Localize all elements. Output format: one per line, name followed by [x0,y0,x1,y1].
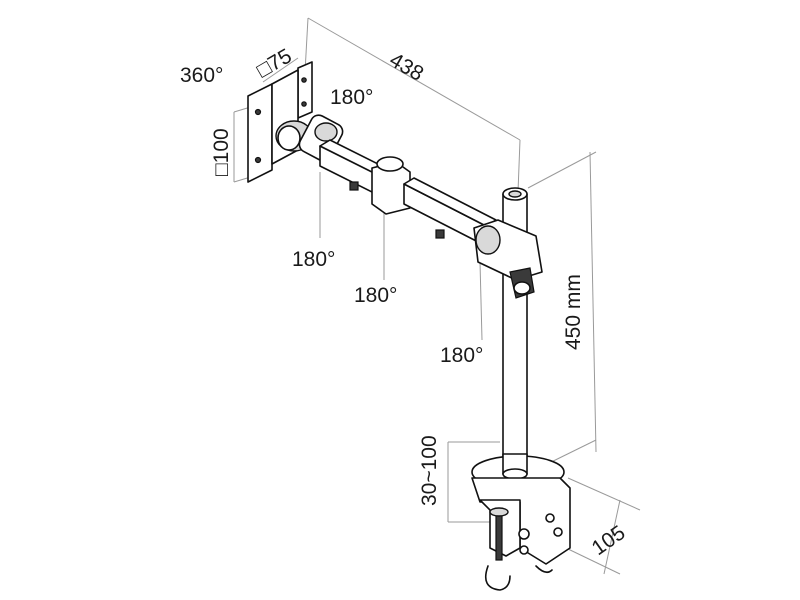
middle-joint [371,156,411,215]
swivel-joint-2-label: 180° [354,284,397,307]
swivel-joint-1-label: 180° [292,248,335,271]
vesa-100-label: □100 [210,128,233,176]
desk-clamp [471,453,571,591]
tilt-head-rotation-label: 180° [330,86,373,109]
pole-height-label: 450 mm [562,274,585,350]
clamp-depth-label: 105 [588,521,630,560]
pole-collar [473,219,543,299]
arm-length-label: 438 [386,48,428,85]
rotate-360-label: 360° [180,64,223,87]
swivel-joint-3-label: 180° [440,344,483,367]
clamp-range-label: 30~100 [418,435,441,506]
